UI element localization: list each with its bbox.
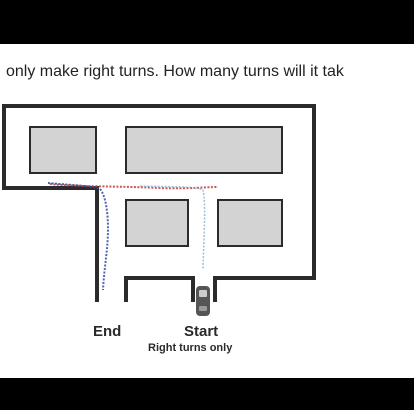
end-label: End [93,323,122,340]
question-text: only make right turns. How many turns wi… [6,63,344,80]
content-area: only make right turns. How many turns wi… [0,44,414,378]
city-block-bottom-middle [125,199,189,247]
road-outer-boundary [2,104,316,302]
road-inner-corridor [124,276,195,302]
city-block-top-right [125,126,283,174]
city-block-top-left [29,126,97,174]
blue-path-line [47,182,110,291]
car-icon [196,286,210,316]
road-map-diagram [2,104,316,316]
start-label: Start [184,323,219,340]
rule-label: Right turns only [148,342,233,354]
city-block-bottom-right [217,199,283,247]
red-path-line [49,183,219,190]
light-blue-path-line [139,185,206,270]
